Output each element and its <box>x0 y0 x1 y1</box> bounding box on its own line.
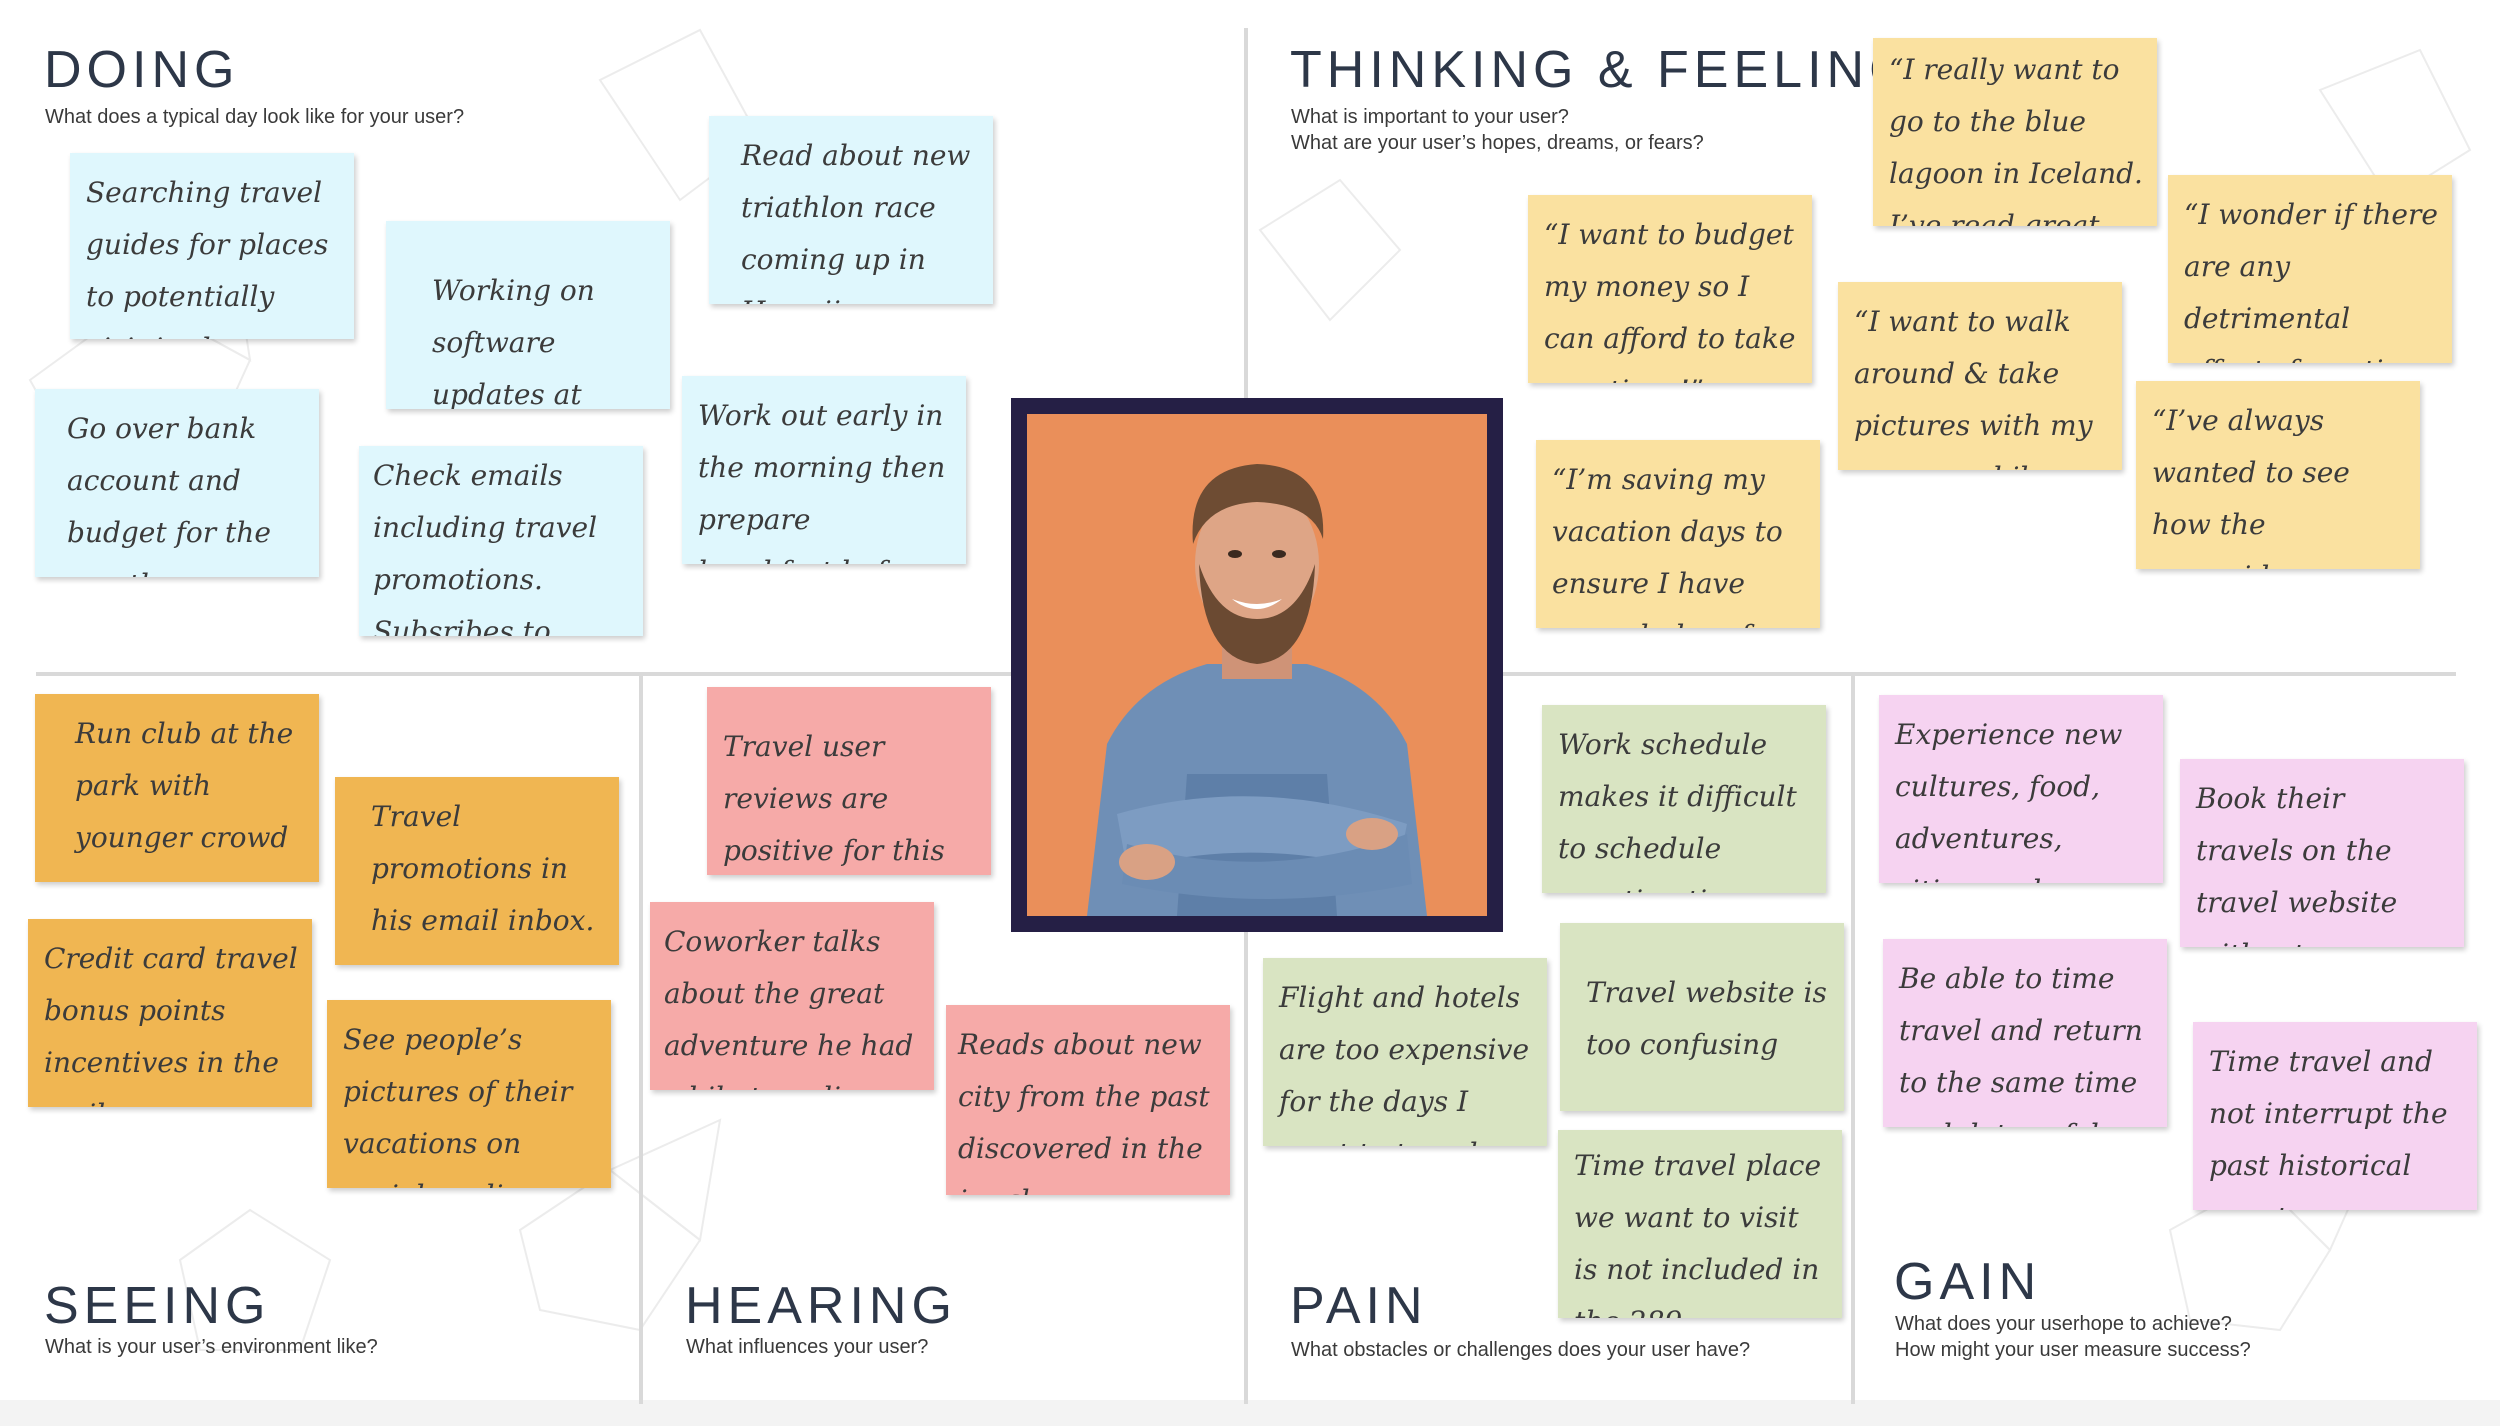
gain-note[interactable]: Time travel and not interrupt the past h… <box>2193 1022 2477 1210</box>
thinking-feeling-title: THINKING & FEELING <box>1290 41 1915 99</box>
pain-note[interactable]: Work schedule makes it difficult to sche… <box>1542 705 1826 893</box>
gain-note[interactable]: Experience new cultures, food, adventure… <box>1879 695 2163 883</box>
vertical-divider-right <box>1851 676 1855 1404</box>
doing-title: DOING <box>44 41 240 99</box>
pain-note[interactable]: Time travel place we want to visit is no… <box>1558 1130 1842 1318</box>
doing-subtitle: What does a typical day look like for yo… <box>45 106 465 128</box>
thinking-note[interactable]: “I wonder if there are any detrimental e… <box>2168 175 2452 363</box>
pain-note[interactable]: Travel website is too confusing <box>1560 923 1844 1111</box>
seeing-note[interactable]: Run club at the park with younger crowd <box>35 694 319 882</box>
hearing-note[interactable]: Travel user reviews are positive for thi… <box>707 687 991 875</box>
gain-subtitle-1: What does your userhope to achieve? <box>1895 1313 2232 1335</box>
gain-title: GAIN <box>1894 1253 2042 1311</box>
gain-note[interactable]: Book their travels on the travel website… <box>2180 759 2464 947</box>
doing-note[interactable]: Read about new triathlon race coming up … <box>709 116 993 304</box>
vertical-divider-left <box>639 676 643 1404</box>
doing-note[interactable]: Searching travel guides for places to po… <box>70 153 354 339</box>
hearing-note[interactable]: Coworker talks about the great adventure… <box>650 902 934 1090</box>
thinking-note[interactable]: “I want to walk around & take pictures w… <box>1838 282 2122 470</box>
seeing-note[interactable]: See people’s pictures of their vacations… <box>327 1000 611 1188</box>
bottom-strip <box>0 1400 2500 1426</box>
hearing-note[interactable]: Reads about new city from the past disco… <box>946 1005 1230 1195</box>
thinking-note[interactable]: “I want to budget my money so I can affo… <box>1528 195 1812 383</box>
doing-note[interactable]: Go over bank account and budget for the … <box>35 389 319 577</box>
pain-title: PAIN <box>1290 1277 1428 1335</box>
seeing-subtitle: What is your user’s environment like? <box>45 1336 378 1358</box>
seeing-note[interactable]: Credit card travel bonus points incentiv… <box>28 919 312 1107</box>
hearing-subtitle: What influences your user? <box>686 1336 929 1358</box>
thinking-feeling-subtitle-1: What is important to your user? <box>1291 106 1569 128</box>
gain-subtitle-2: How might your user measure success? <box>1895 1339 2251 1361</box>
pain-note[interactable]: Flight and hotels are too expensive for … <box>1263 958 1547 1146</box>
thinking-note[interactable]: “I really want to go to the blue lagoon … <box>1873 38 2157 226</box>
seeing-note[interactable]: Travel promotions in his email inbox. <box>335 777 619 965</box>
user-portrait <box>1011 398 1503 932</box>
thinking-note[interactable]: “I’ve always wanted to see how the pyram… <box>2136 381 2420 569</box>
doing-note[interactable]: Working on software updates at work <box>386 221 670 409</box>
seeing-title: SEEING <box>44 1277 271 1335</box>
thinking-note[interactable]: “I’m saving my vacation days to ensure I… <box>1536 440 1820 628</box>
pain-subtitle: What obstacles or challenges does your u… <box>1291 1339 1751 1361</box>
doing-note[interactable]: Check emails including travel promotions… <box>359 446 643 636</box>
person-portrait-icon <box>1027 414 1487 916</box>
thinking-feeling-subtitle-2: What are your user’s hopes, dreams, or f… <box>1291 132 1704 154</box>
gain-note[interactable]: Be able to time travel and return to the… <box>1883 939 2167 1127</box>
doing-note[interactable]: Work out early in the morning then prepa… <box>682 376 966 564</box>
hearing-title: HEARING <box>685 1277 957 1335</box>
